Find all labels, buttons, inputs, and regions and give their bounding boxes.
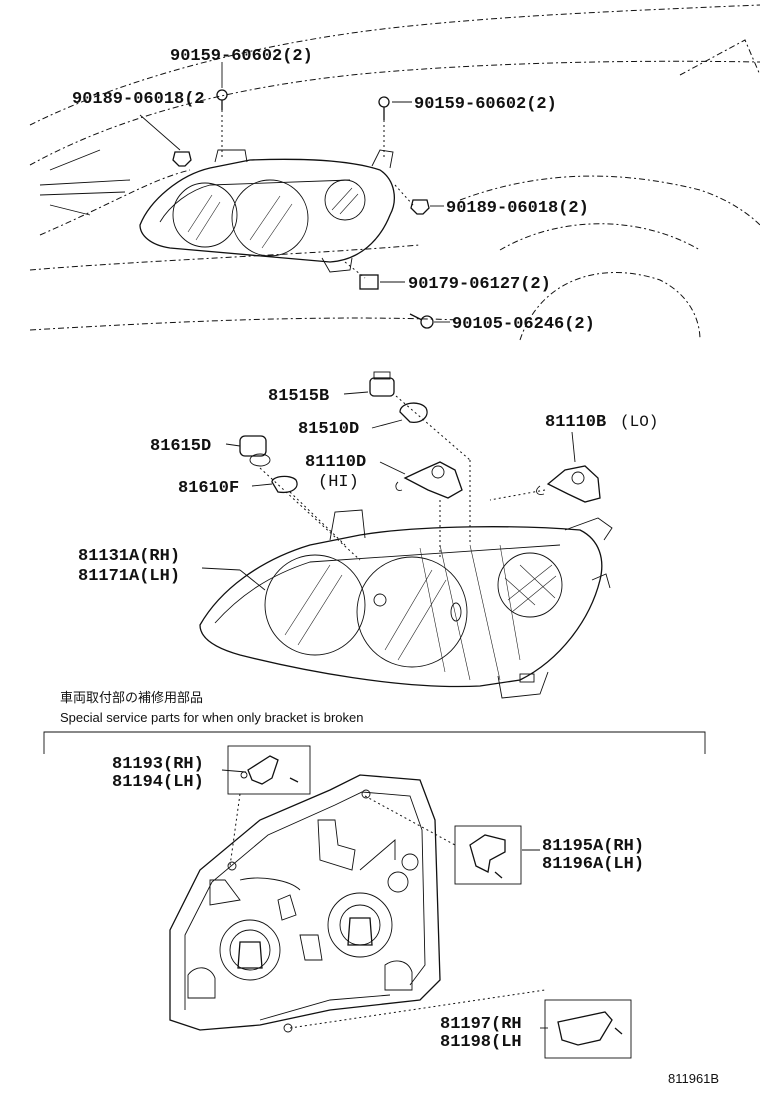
halogen-bulb-hi-icon — [403, 461, 463, 499]
part-81110b: 81110B — [545, 413, 606, 432]
middle-leaders — [201, 391, 576, 591]
note-japanese: 車両取付部の補修用部品 — [60, 690, 203, 705]
clip-nut-icon — [172, 151, 192, 167]
vehicle-body-outline — [29, 4, 760, 341]
nut-clip-icon — [359, 274, 379, 290]
bracket-icon — [469, 834, 506, 873]
part-81610f: 81610F — [178, 479, 239, 498]
part-81131a-rh: 81131A(RH) — [78, 547, 180, 566]
part-81194-lh: 81194(LH) — [112, 773, 204, 792]
part-81196a-lh: 81196A(LH) — [542, 855, 644, 874]
bottom-leaders — [221, 769, 548, 1029]
part-81110d-hi: (HI) — [318, 473, 359, 492]
callout-90189-06018-left: 90189-06018(2 — [72, 90, 205, 109]
headlamp-assembly — [199, 509, 613, 699]
bracket-81197-box — [544, 999, 632, 1059]
bracket-icon — [557, 1011, 613, 1046]
figure-id: 811961B — [668, 1071, 719, 1086]
top-fasteners — [172, 89, 434, 329]
part-81510d: 81510D — [298, 420, 359, 439]
top-leaders — [139, 62, 450, 323]
screw-icon — [289, 777, 299, 783]
callout-90159-60602-left: 90159-60602(2) — [170, 47, 313, 66]
part-81195a-rh: 81195A(RH) — [542, 837, 644, 856]
part-81515b: 81515B — [268, 387, 329, 406]
clip-nut-icon — [410, 199, 430, 215]
bulb-socket-icon — [369, 377, 395, 397]
note-english: Special service parts for when only brac… — [60, 710, 363, 725]
part-81110b-lo: (LO) — [620, 413, 658, 431]
bulb-socket-icon — [239, 435, 267, 457]
screw-icon — [614, 1027, 623, 1035]
part-81110d: 81110D — [305, 453, 366, 472]
housing-rear-view — [169, 774, 441, 1033]
callout-90179-06127: 90179-06127(2) — [408, 275, 551, 294]
wedge-bulb-icon — [399, 402, 428, 423]
bracket-81193-box — [227, 745, 311, 795]
bracket-81195a-box — [454, 825, 522, 885]
callout-90189-06018-right: 90189-06018(2) — [446, 199, 589, 218]
small-bulb-icon — [271, 475, 298, 494]
section-frame — [43, 731, 706, 754]
part-81193-rh: 81193(RH) — [112, 755, 204, 774]
screw-icon — [494, 871, 503, 879]
callout-90105-06246: 90105-06246(2) — [452, 315, 595, 334]
bolt-icon — [378, 96, 390, 108]
part-81198-lh: 81198(LH — [440, 1033, 522, 1052]
halogen-bulb-lo-icon — [546, 465, 601, 503]
bolt-icon — [216, 89, 228, 101]
headlamp-installed-view — [139, 149, 395, 273]
bracket-icon — [247, 755, 279, 785]
part-81171a-lh: 81171A(LH) — [78, 567, 180, 586]
part-81197-rh: 81197(RH — [440, 1015, 522, 1034]
callout-90159-60602-right: 90159-60602(2) — [414, 95, 557, 114]
screw-icon — [420, 315, 434, 329]
part-81615d: 81615D — [150, 437, 211, 456]
